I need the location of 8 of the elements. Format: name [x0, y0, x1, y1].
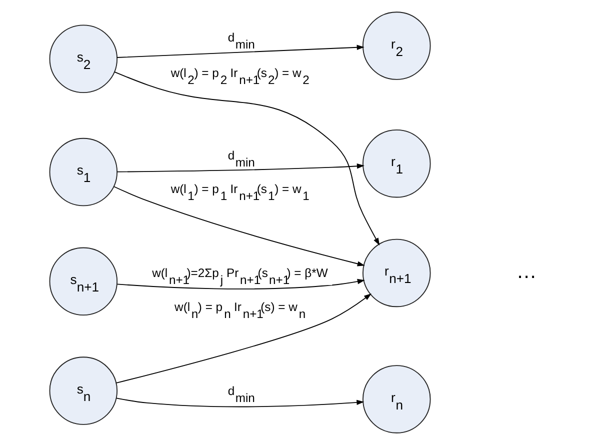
arrow — [115, 293, 371, 384]
arrow — [113, 186, 364, 266]
label: … — [516, 260, 536, 284]
arrow — [116, 278, 364, 290]
arrow — [116, 164, 364, 172]
arrow — [116, 44, 364, 58]
arrow — [114, 71, 380, 246]
arrow — [116, 398, 364, 408]
